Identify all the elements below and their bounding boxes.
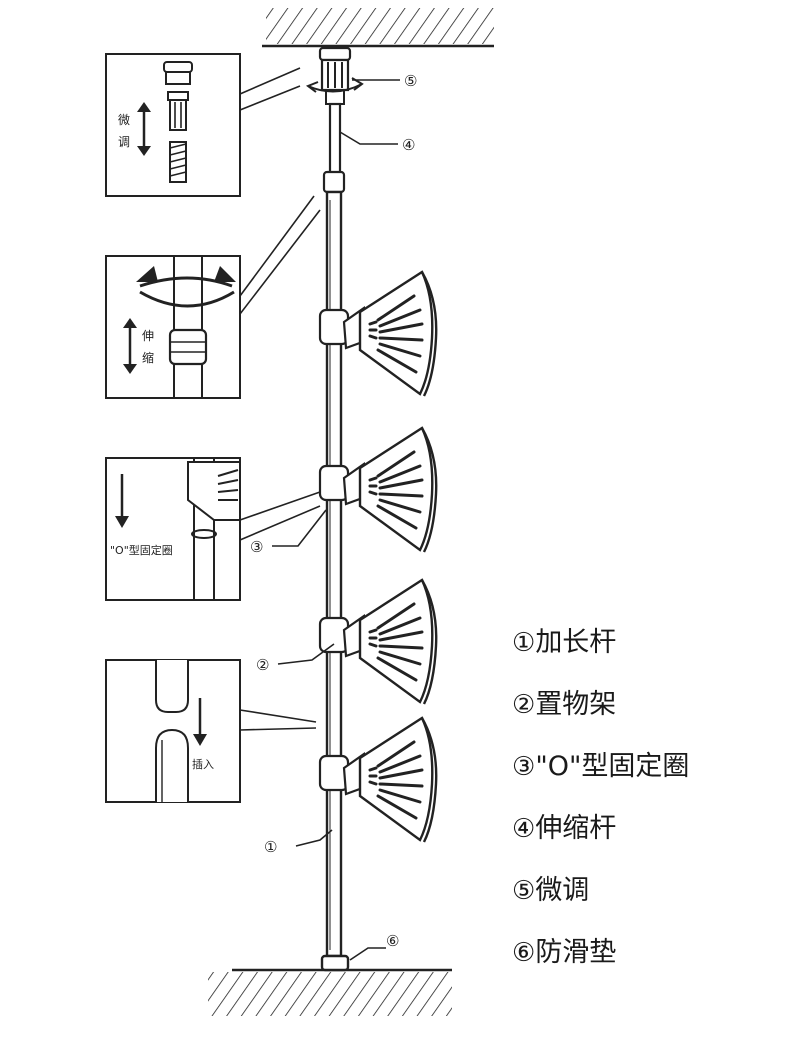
legend-label: 微调 xyxy=(535,875,590,906)
legend-item-telescopic-rod: ④伸缩杆 xyxy=(512,806,616,845)
telescopic-label-2: 缩 xyxy=(142,350,154,365)
inset-telescopic: 伸 缩 xyxy=(105,195,321,399)
callout-4-number: ④ xyxy=(402,136,415,154)
legend-label: 伸缩杆 xyxy=(535,813,617,844)
o-ring-inset-label: "O"型固定圈 xyxy=(110,543,173,557)
inset-fine-tune: 微 调 xyxy=(105,53,301,197)
up-down-arrow-icon xyxy=(123,318,137,374)
anti-slip-pad xyxy=(320,954,350,972)
legend-number: ③ xyxy=(512,752,536,782)
fine-tune-label-2: 调 xyxy=(118,135,130,149)
down-arrow-icon xyxy=(193,698,207,746)
legend-number: ④ xyxy=(512,814,536,844)
legend-item-extension-rod: ①加长杆 xyxy=(512,620,616,659)
floor xyxy=(208,968,452,1016)
callout-4: ④ xyxy=(339,131,415,154)
legend-label: 加长杆 xyxy=(535,627,617,658)
callout-5: ⑤ xyxy=(352,72,417,90)
fine-tune-cap xyxy=(305,46,364,105)
callout-6-number: ⑥ xyxy=(386,932,399,950)
fine-tune-label-1: 微 xyxy=(118,113,130,127)
ceiling xyxy=(262,8,494,48)
inset-insert: 插入 xyxy=(105,659,317,803)
up-down-arrow-icon xyxy=(137,102,151,156)
inset-o-ring: "O"型固定圈 xyxy=(105,457,321,601)
insert-label: 插入 xyxy=(192,757,214,771)
legend-number: ⑤ xyxy=(512,876,536,906)
legend-number: ① xyxy=(512,628,536,658)
legend-number: ② xyxy=(512,690,536,720)
callout-3-number: ③ xyxy=(250,538,263,556)
legend-label: "O"型固定圈 xyxy=(535,751,690,782)
callout-5-number: ⑤ xyxy=(404,72,417,90)
callout-3: ③ xyxy=(250,509,327,556)
callout-6: ⑥ xyxy=(349,932,399,961)
telescopic-rod xyxy=(322,102,346,194)
callout-1-number: ① xyxy=(264,838,277,856)
telescopic-label-1: 伸 xyxy=(142,329,154,343)
down-arrow-icon xyxy=(115,474,129,528)
legend-number: ⑥ xyxy=(512,938,536,968)
legend-label: 防滑垫 xyxy=(535,937,617,968)
legend-item-o-ring: ③"O"型固定圈 xyxy=(512,744,689,783)
legend-item-anti-slip-pad: ⑥防滑垫 xyxy=(512,930,616,969)
callout-1: ① xyxy=(264,838,277,856)
extension-rod-mark xyxy=(295,829,333,847)
callout-2-number: ② xyxy=(256,656,269,674)
legend-item-fine-tune: ⑤微调 xyxy=(512,868,589,907)
legend-label: 置物架 xyxy=(535,689,617,720)
legend-item-shelf: ②置物架 xyxy=(512,682,616,721)
callout-2: ② xyxy=(256,643,335,674)
main-pole xyxy=(325,190,343,958)
